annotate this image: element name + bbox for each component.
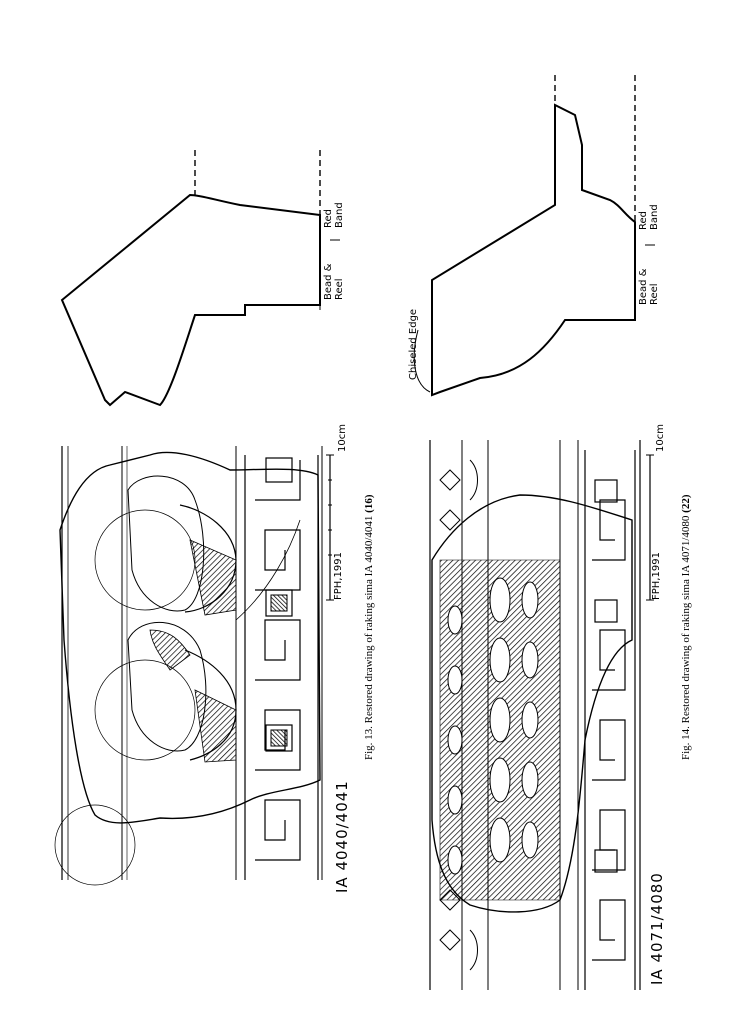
fig14-bead-label: Bead & <box>638 268 649 305</box>
fig13-red-label: Red <box>323 209 334 228</box>
fig13-draftsman: FPH,1991 <box>333 552 344 600</box>
fig14-profile-left-labels: Bead & Reel <box>638 269 660 305</box>
fig13-caption-number: (16) <box>363 494 375 513</box>
fig13-scale-label: 10cm <box>337 424 348 452</box>
fig14-scale-label: 10cm <box>655 424 666 452</box>
fig13-reel-label: Reel <box>334 278 345 300</box>
fig13-profile-left-labels: Bead & Reel <box>323 264 345 300</box>
fig13-profile <box>60 150 340 407</box>
fig14-reel-label: Reel <box>649 283 660 305</box>
fig13-bead-label: Bead & <box>323 263 334 300</box>
fig13-caption-text: Restored drawing of raking sima IA 4040/… <box>363 515 375 724</box>
fig14-drawing <box>429 440 654 990</box>
fig14-profile <box>413 75 655 397</box>
fig14-chiseled-edge-label: Chiseled Edge <box>408 308 419 380</box>
fig14-caption-number: (22) <box>680 494 692 513</box>
fig14-caption: Fig. 14. Restored drawing of raking sima… <box>680 494 692 760</box>
fig13-profile-right-labels: Red Band <box>323 202 345 228</box>
fig13-catalog-label: IA 4040/4041 <box>333 780 351 893</box>
fig13-drawing <box>54 446 334 886</box>
fig14-draftsman: FPH,1991 <box>651 552 662 600</box>
fig14-profile-right-labels: Red Band <box>638 204 660 230</box>
fig13-caption: Fig. 13. Restored drawing of raking sima… <box>363 494 375 760</box>
fig14-catalog-label: IA 4071/4080 <box>648 872 666 985</box>
fig14-band-label: Band <box>649 204 660 230</box>
fig13-caption-prefix: Fig. 13. <box>363 726 375 760</box>
fig14-caption-text: Restored drawing of raking sima IA 4071/… <box>680 515 692 724</box>
fig14-red-label: Red <box>638 211 649 230</box>
fig13-band-label: Band <box>334 202 345 228</box>
fig14-caption-prefix: Fig. 14. <box>680 726 692 760</box>
